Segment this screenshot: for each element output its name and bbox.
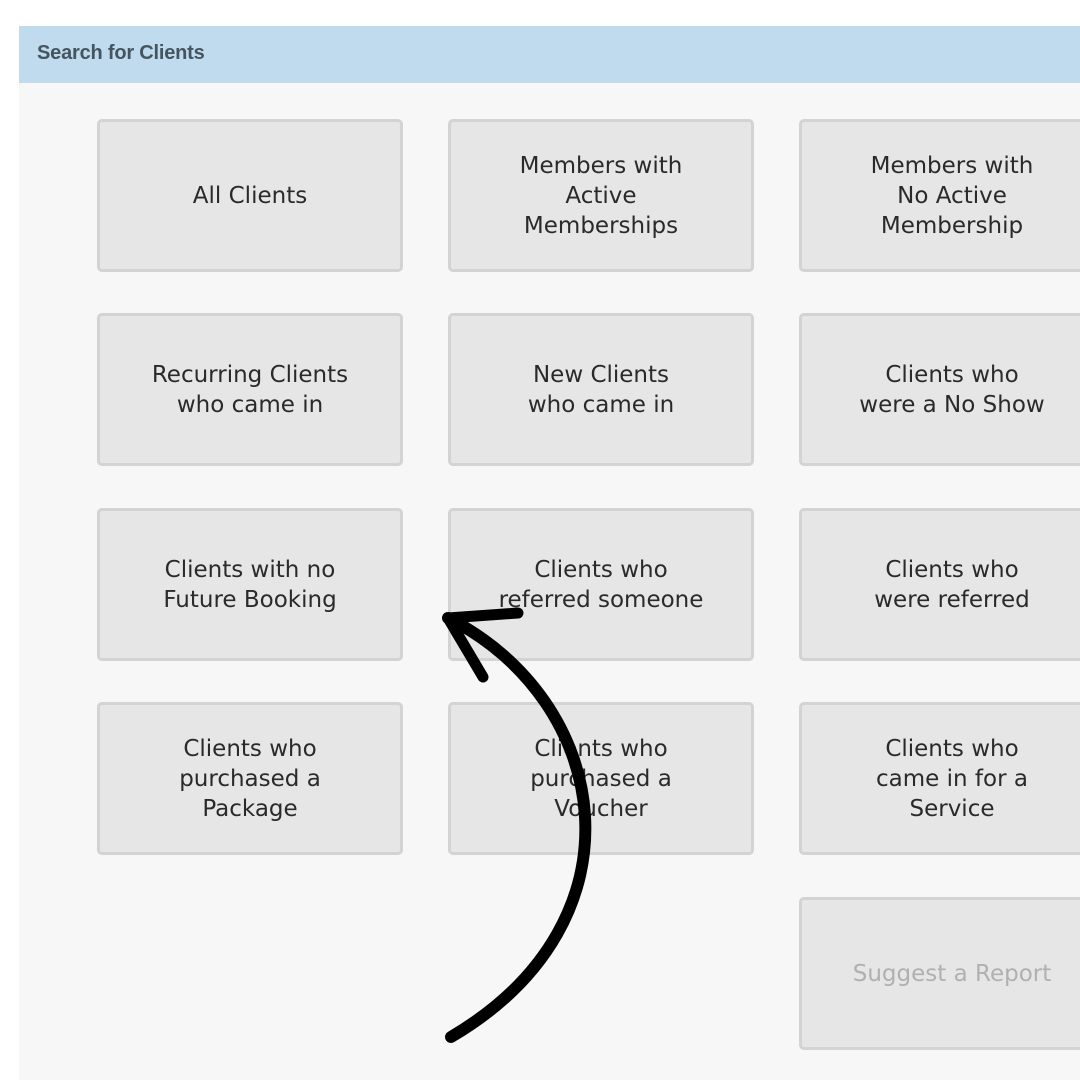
report-label: Clients who were referred (874, 556, 1030, 613)
suggest-report-label: Suggest a Report (852, 960, 1052, 987)
report-all-clients-button[interactable]: All Clients (97, 119, 403, 272)
report-label: Clients who were a No Show (859, 361, 1045, 418)
report-label: New Clients who came in (527, 361, 675, 418)
report-label: Members with No Active Membership (870, 152, 1034, 239)
report-no-future-booking-button[interactable]: Clients with no Future Booking (97, 508, 403, 661)
panel-header: Search for Clients (19, 26, 1080, 83)
report-referred-someone-button[interactable]: Clients who referred someone (448, 508, 754, 661)
report-label: Clients who purchased a Package (179, 735, 321, 822)
suggest-report-button[interactable]: Suggest a Report (799, 897, 1080, 1050)
report-recurring-clients-button[interactable]: Recurring Clients who came in (97, 313, 403, 466)
report-label: Recurring Clients who came in (151, 361, 349, 418)
report-purchased-voucher-button[interactable]: Clients who purchased a Voucher (448, 702, 754, 855)
report-purchased-package-button[interactable]: Clients who purchased a Package (97, 702, 403, 855)
report-label: Members with Active Memberships (519, 152, 683, 239)
report-new-clients-button[interactable]: New Clients who came in (448, 313, 754, 466)
report-label: All Clients (192, 182, 308, 209)
report-were-referred-button[interactable]: Clients who were referred (799, 508, 1080, 661)
panel-title: Search for Clients (37, 42, 205, 64)
report-label: Clients who purchased a Voucher (530, 735, 672, 822)
report-label: Clients who came in for a Service (876, 735, 1028, 822)
report-label: Clients with no Future Booking (163, 556, 337, 613)
report-active-memberships-button[interactable]: Members with Active Memberships (448, 119, 754, 272)
report-label: Clients who referred someone (498, 556, 704, 613)
report-no-active-membership-button[interactable]: Members with No Active Membership (799, 119, 1080, 272)
report-no-show-button[interactable]: Clients who were a No Show (799, 313, 1080, 466)
report-came-for-service-button[interactable]: Clients who came in for a Service (799, 702, 1080, 855)
